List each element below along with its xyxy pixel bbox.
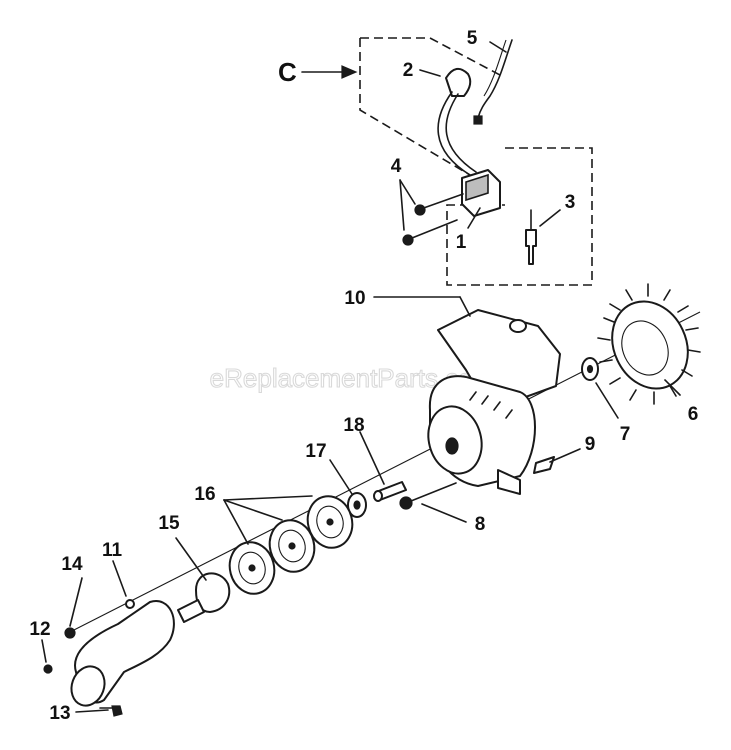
dashed-bracket-top (360, 37, 501, 76)
leader-16b (223, 499, 283, 521)
callout-5: 5 (467, 28, 478, 49)
callout-1: 1 (456, 232, 467, 253)
crankshaft-end (445, 437, 459, 455)
callout-3: 3 (565, 192, 576, 213)
clutch-shoes (228, 495, 354, 595)
leader-11 (112, 560, 127, 597)
callout-11: 11 (102, 540, 123, 561)
dashed-bracket-left (359, 38, 471, 176)
callout-15: 15 (158, 513, 180, 534)
washer-hole (586, 364, 594, 374)
clutch-shoe-1-inner (238, 551, 266, 585)
leader-3 (539, 209, 561, 227)
callout-12: 12 (29, 619, 50, 640)
stop-wire-inner (483, 39, 507, 97)
leader-14 (69, 577, 83, 627)
callout-9: 9 (585, 434, 596, 455)
housing-screw-boss (125, 599, 135, 609)
clutch-shoe-1-hub (248, 564, 256, 572)
screw-upper-head (414, 204, 426, 216)
clutch-shoe-2-hub (288, 542, 296, 550)
clutch-housing (70, 599, 175, 707)
engine-mount-tab (497, 469, 521, 495)
fastener-12 (43, 664, 53, 674)
flywheel-hub (621, 320, 669, 376)
section-c-label: C (278, 57, 297, 87)
drum-shaft (177, 599, 205, 623)
callout-6: 6 (688, 404, 699, 425)
flywheel-fins (597, 283, 701, 405)
screw-upper (417, 193, 464, 211)
leader-18 (359, 431, 385, 485)
leader-7 (595, 382, 619, 419)
crankcase-ribs (469, 391, 513, 419)
engine-bolt-head (399, 496, 413, 510)
callout-2: 2 (403, 60, 414, 81)
clutch-washer-hole (353, 500, 361, 510)
ignition-module-coil (465, 173, 489, 202)
spark-plug (525, 229, 537, 265)
woodruff-key (533, 456, 555, 474)
leader-17 (329, 459, 353, 495)
callout-8: 8 (475, 514, 486, 535)
leader-1 (467, 207, 481, 229)
callout-numbers: 2 5 4 1 3 10 6 7 9 8 18 17 16 15 11 14 1… (29, 28, 698, 724)
leader-16c (223, 499, 249, 545)
leader-5 (489, 41, 507, 53)
callout-16: 16 (194, 484, 215, 505)
clutch-sleeve-end (373, 490, 383, 502)
leader-13 (75, 709, 109, 713)
ignition-assembly: C (278, 37, 593, 286)
leader-2 (419, 69, 441, 77)
callout-7: 7 (620, 424, 631, 445)
ignition-lead-inner (445, 93, 477, 173)
stop-wire (477, 39, 513, 119)
callout-13: 13 (49, 703, 70, 724)
engine-bolt (405, 482, 457, 504)
flywheel (597, 283, 701, 405)
screw-lower (406, 219, 458, 241)
leader-4b (399, 179, 405, 231)
assembly-axis-line (69, 311, 701, 633)
leader-10b (459, 296, 471, 317)
fastener-14 (64, 627, 76, 639)
leader-16a (223, 495, 313, 501)
callout-14: 14 (61, 554, 83, 575)
leader-9 (549, 448, 581, 463)
callout-10: 10 (344, 288, 365, 309)
ignition-lead (437, 91, 471, 176)
spark-plug-boot (445, 67, 472, 97)
leader-lines (41, 41, 681, 713)
clutch-shoe-3-hub (326, 518, 334, 526)
dashed-bracket-plug (446, 147, 593, 286)
bolt-13-head (111, 705, 123, 717)
screw-lower-head (402, 234, 414, 246)
clutch-shoe-3-inner (316, 505, 344, 539)
leader-4a (399, 179, 416, 205)
leader-12 (41, 639, 47, 663)
engine-block (427, 309, 561, 495)
spark-plug-port (509, 319, 527, 333)
leader-15 (175, 537, 207, 581)
stop-wire-terminal (473, 115, 483, 125)
callout-17: 17 (305, 441, 326, 462)
leader-6 (664, 379, 681, 396)
clutch-shoe-2-inner (278, 529, 306, 563)
callout-4: 4 (391, 156, 402, 177)
callout-18: 18 (343, 415, 364, 436)
housing-opening (70, 665, 106, 707)
section-c-arrowhead (341, 65, 358, 79)
leader-8 (421, 503, 467, 523)
